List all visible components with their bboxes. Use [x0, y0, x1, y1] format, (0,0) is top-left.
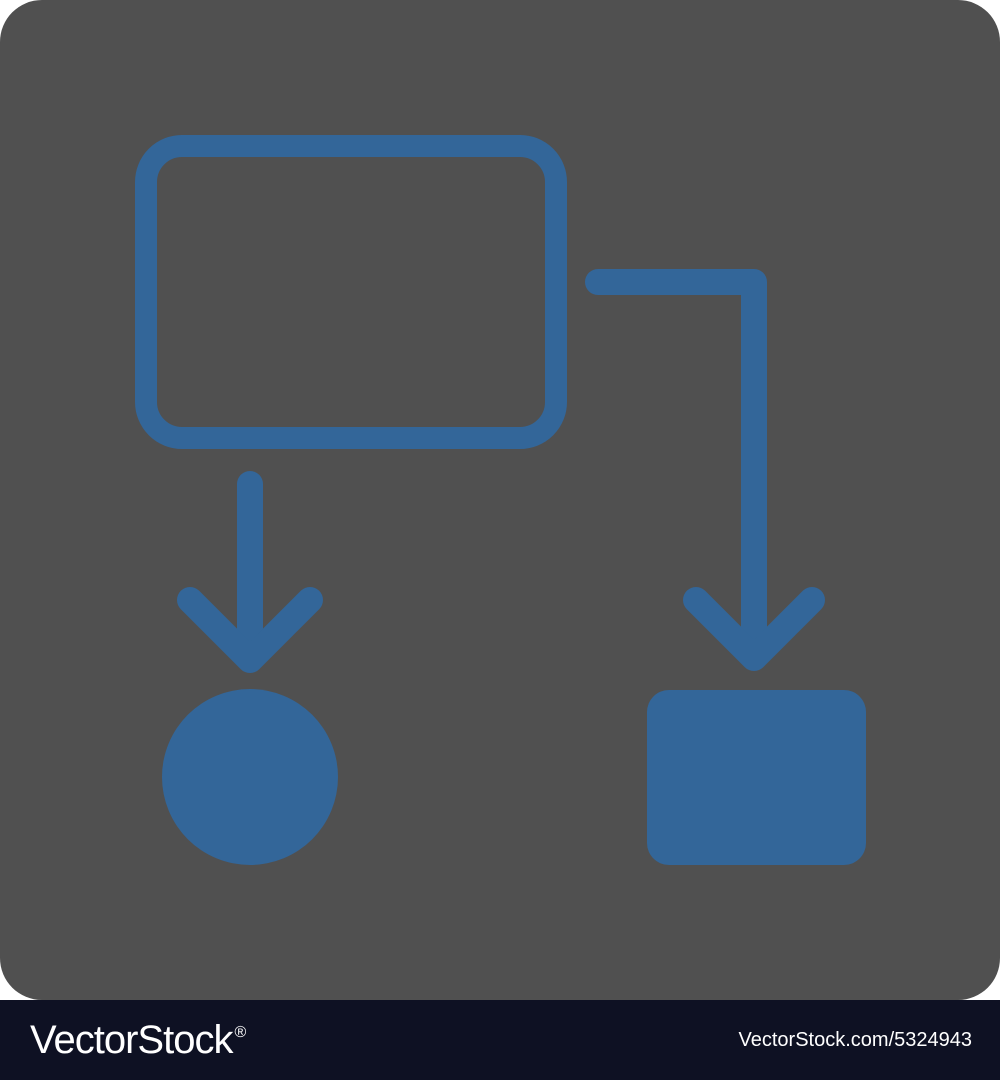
terminal-circle	[162, 689, 338, 865]
result-square	[647, 690, 866, 865]
left-arrowhead	[177, 587, 323, 673]
process-box-outline	[135, 135, 567, 449]
registered-mark: ®	[234, 1023, 246, 1041]
watermark-footer-bar: VectorStock ® VectorStock.com/5324943	[0, 1000, 1000, 1080]
brand-logo-text: VectorStock	[30, 1017, 233, 1062]
brand-logo: VectorStock ®	[30, 1017, 246, 1063]
right-connector-arrow-line	[585, 269, 767, 663]
right-arrowhead	[683, 587, 825, 671]
flowchart-icon	[0, 0, 1000, 1000]
image-id-label: VectorStock.com/5324943	[738, 1028, 972, 1051]
